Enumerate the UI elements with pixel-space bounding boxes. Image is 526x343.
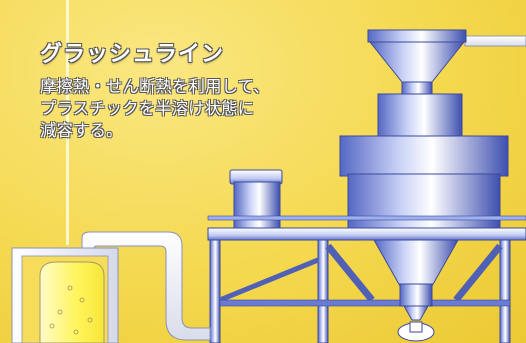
frame-beam [219,299,511,307]
pellet [79,297,85,303]
description: 摩擦熱・せん断熱を利用して、 プラスチックを半溶け状態に 減容する。 [40,76,270,142]
discharge-cone [373,239,459,287]
top-duct [464,35,526,47]
frame-brace [453,243,503,303]
pellet [73,329,79,335]
heading: グラッシュライン [40,42,225,67]
caption-block: グラッシュライン 摩擦熱・せん断熱を利用して、 プラスチックを半溶け状態に 減容… [40,36,270,142]
discharge-outlet [399,283,433,307]
discharge-valve [409,321,423,333]
frame-leg-left [209,239,221,343]
hopper [367,29,467,43]
machine-drum [339,135,509,177]
discharge-nozzle [403,305,429,321]
side-tank [233,181,281,231]
description-line: 摩擦熱・せん断熱を利用して、 [40,77,270,96]
platform-deck [207,227,526,241]
machine-drum-lower [347,173,501,237]
pellet [67,285,73,291]
tank-vessel [39,261,105,343]
conveying-pipe [81,231,211,341]
frame-leg-mid [317,239,329,343]
vertical-pipe [66,0,69,245]
pellet [49,323,55,329]
frame-brace [325,243,375,303]
description-line: 減容する。 [40,121,123,140]
pellet [57,309,63,315]
pellet [87,317,93,323]
description-line: プラスチックを半溶け状態に [40,99,255,118]
platform-rail [207,215,526,221]
frame-leg-right [499,239,511,343]
frame-brace [219,257,319,303]
hopper-cone [368,41,466,83]
